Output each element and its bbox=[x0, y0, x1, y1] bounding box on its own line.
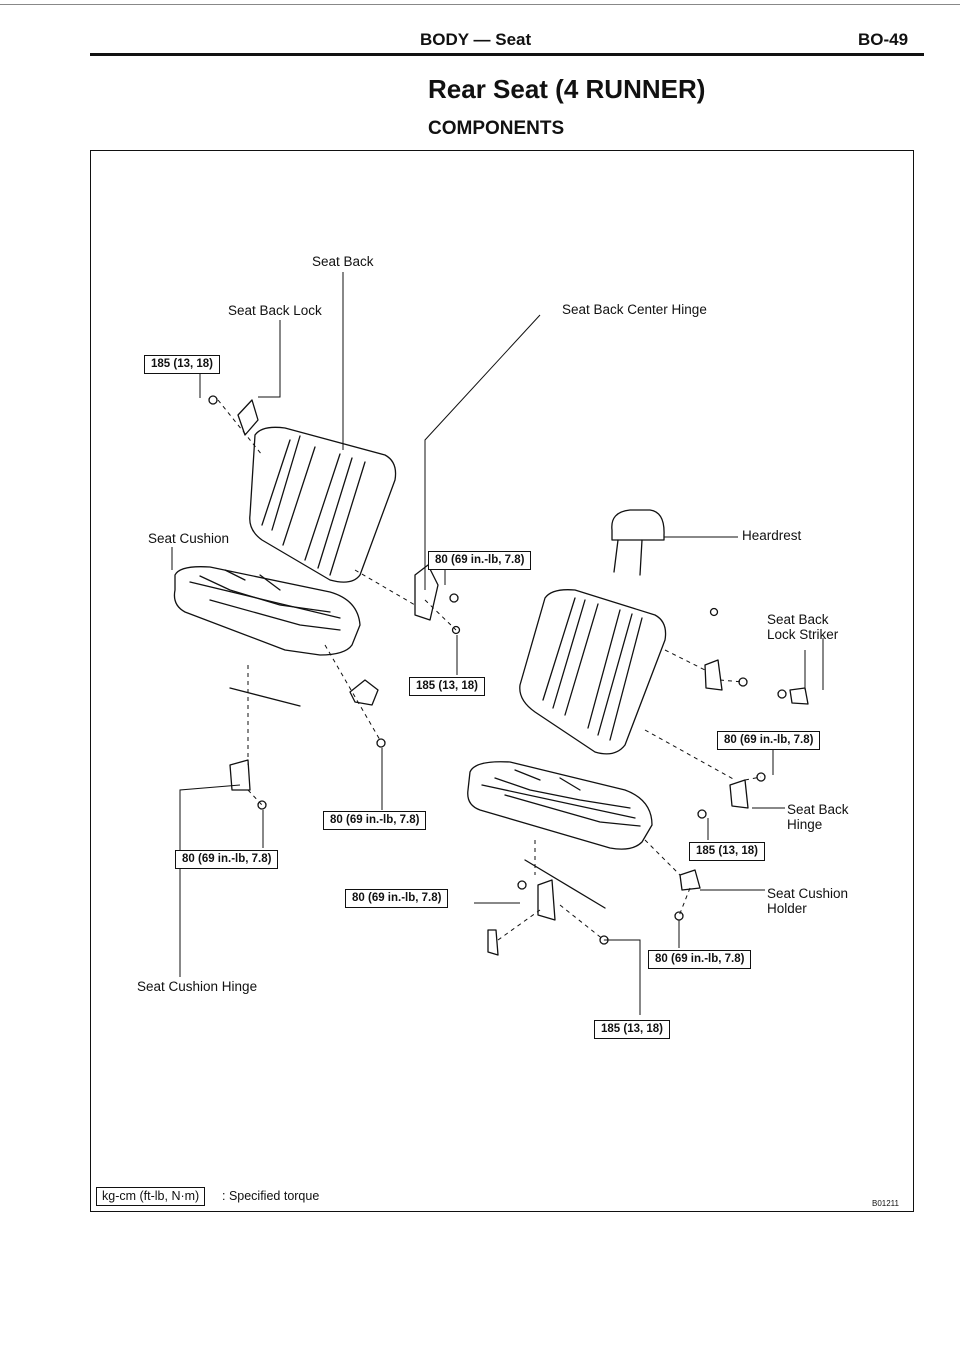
left-seat-back-drawing bbox=[249, 426, 397, 583]
torque-box-80: 80 (69 in.-lb, 7.8) bbox=[323, 811, 427, 830]
page-number: BO-49 bbox=[858, 30, 909, 49]
label-seat-back-hinge-line2: Hinge bbox=[787, 817, 823, 832]
torque-box-185: 185 (13, 18) bbox=[144, 355, 221, 374]
legend-unit-box: kg-cm (ft-lb, N·m) bbox=[96, 1187, 206, 1206]
label-seat-cushion: Seat Cushion bbox=[148, 531, 230, 546]
label-seat-cushion-hinge: Seat Cushion Hinge bbox=[137, 979, 258, 994]
page-title: Rear Seat (4 RUNNER) bbox=[428, 74, 706, 104]
label-seat-back-hinge-line1: Seat Back bbox=[787, 802, 849, 817]
assembly-dashes bbox=[217, 399, 762, 941]
label-heardrest: Heardrest bbox=[742, 528, 802, 543]
legend-text: : Specified torque bbox=[222, 1189, 320, 1203]
label-seat-cushion-holder-line1: Seat Cushion bbox=[767, 886, 849, 901]
label-seat-cushion-holder-line2: Holder bbox=[767, 901, 807, 916]
torque-box-80: 80 (69 in.-lb, 7.8) bbox=[345, 889, 449, 908]
section-header: BODY — Seat bbox=[420, 30, 532, 49]
torque-box-185: 185 (13, 18) bbox=[689, 842, 766, 861]
left-seat-cushion-drawing bbox=[173, 566, 361, 656]
header-rule bbox=[90, 53, 924, 56]
headrest-drawing bbox=[611, 509, 665, 576]
right-seat-back-drawing bbox=[519, 589, 667, 755]
torque-box-185: 185 (13, 18) bbox=[409, 677, 486, 696]
diagram-frame bbox=[90, 150, 914, 1212]
torque-box-185: 185 (13, 18) bbox=[594, 1020, 671, 1039]
label-seat-back-lock: Seat Back Lock bbox=[228, 303, 322, 318]
label-seat-back-lock-striker-line1: Seat Back bbox=[767, 612, 829, 627]
label-seat-back-lock-striker-line2: Lock Striker bbox=[767, 627, 839, 642]
page-subtitle: COMPONENTS bbox=[428, 118, 565, 139]
figure-id: B01211 bbox=[872, 1199, 899, 1208]
torque-box-80: 80 (69 in.-lb, 7.8) bbox=[717, 731, 821, 750]
small-parts-drawing bbox=[208, 395, 809, 956]
leader-lines bbox=[171, 272, 824, 1015]
right-seat-cushion-drawing bbox=[467, 761, 653, 850]
torque-box-80: 80 (69 in.-lb, 7.8) bbox=[175, 850, 279, 869]
torque-box-80: 80 (69 in.-lb, 7.8) bbox=[648, 950, 752, 969]
label-seat-back-center-hinge: Seat Back Center Hinge bbox=[562, 302, 707, 317]
label-seat-back: Seat Back bbox=[312, 254, 374, 269]
torque-box-80: 80 (69 in.-lb, 7.8) bbox=[428, 551, 532, 570]
top-border-line bbox=[0, 4, 960, 5]
